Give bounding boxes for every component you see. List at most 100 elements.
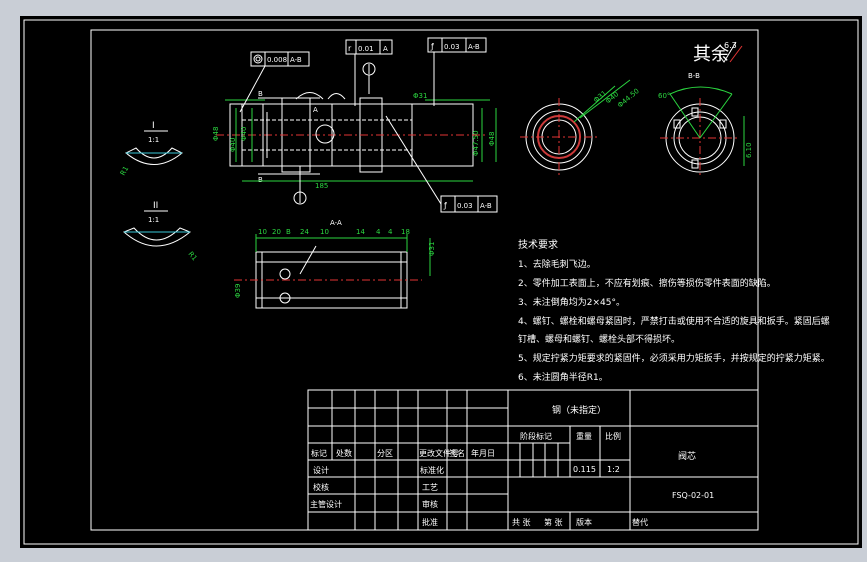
dim-label: 18 (401, 228, 410, 236)
tb-weight-val: 0.115 (573, 465, 596, 474)
dim-label: Φ39 (234, 284, 242, 298)
tol-frame-perp[interactable]: r 0.01 A (345, 39, 393, 106)
requirement-item: 5、规定拧紧力矩要求的紧固件，必须采用力矩扳手，并按规定的拧紧力矩紧。 (518, 352, 830, 364)
detail-ii-scale: 1:1 (148, 216, 159, 224)
detail-ii[interactable]: II 1:1 R1 (123, 201, 199, 262)
main-shaft-view[interactable]: Φ48 Φ40 Φ47.50 Φ48 Φ31 B B 185 A (212, 90, 497, 205)
requirement-item: 钉槽、螺母和螺钉、螺栓头部不得损坏。 (518, 333, 680, 345)
detail-i-dim: R1 (119, 165, 131, 177)
technical-requirements: 技术要求 1、去除毛刺飞边。 2、零件加工表面上，不应有划痕、擦伤等损伤零件表面… (518, 238, 830, 383)
tol-value: 0.01 (358, 45, 374, 53)
tol-ref: A-B (290, 56, 302, 64)
roughness-red-tick (729, 45, 743, 63)
cross-hole (315, 124, 335, 144)
roughness-main: 6.3 (724, 41, 737, 50)
dim-label: 20 (272, 228, 281, 236)
tol-value: 0.03 (444, 43, 460, 51)
tol-ref: A-B (480, 202, 492, 210)
tol-leader (239, 65, 266, 113)
dim-label: Φ31 (413, 92, 427, 100)
section-circle-right[interactable]: B-B 60° 6.10 (658, 72, 753, 178)
requirement-item: 1、去除毛刺飞边。 (518, 258, 596, 270)
dim-label: 4 (376, 228, 381, 236)
detail-ii-label: II (153, 201, 158, 211)
detail-i-shape (125, 147, 183, 165)
tb-sheets: 共 张 (512, 518, 531, 527)
tb-row-check: 校核 (313, 482, 329, 492)
section-aa-label: A-A (330, 219, 342, 227)
runout-icon: ƒ (443, 201, 447, 210)
concentricity-icon (253, 54, 263, 64)
tb-stage-mark: 阶段标记 (520, 431, 552, 441)
tol-value: 0.008 (267, 56, 287, 64)
dim-right: 6.10 (745, 142, 753, 158)
tb-col-date: 年月日 (471, 448, 495, 458)
section-bb-label: B-B (688, 72, 700, 80)
tb-row-approve: 批准 (422, 517, 438, 527)
detail-i[interactable]: I 1:1 R1 (119, 121, 183, 177)
title-block[interactable]: 钢（未指定） 标记 处数 分区 更改文件号 签名 年月日 设计 标准化 校核 工… (307, 389, 759, 531)
tb-part-name: 阀芯 (678, 450, 696, 462)
tol-ref: A (383, 45, 388, 53)
drawing-viewport[interactable]: 其余 6.3 (20, 16, 862, 548)
corner-mark: 其余 (693, 44, 729, 65)
section-aa[interactable]: A-A 10 20 B 24 10 14 (234, 219, 436, 309)
dim-label: 10 (320, 228, 329, 236)
tb-row-review: 审核 (422, 499, 438, 509)
tb-sheet-no: 第 张 (544, 517, 563, 527)
requirement-item: 3、未注倒角均为2×45°。 (518, 296, 625, 308)
requirement-item: 4、螺钉、螺栓和螺母紧固时，严禁打击或使用不合适的旋具和扳手。紧固后螺 (518, 315, 830, 327)
tb-scale: 比例 (605, 431, 621, 441)
tol-value: 0.03 (457, 202, 473, 210)
tb-col-count: 处数 (336, 448, 352, 458)
tb-scale-val: 1:2 (607, 465, 620, 474)
drawing-canvas[interactable]: 其余 6.3 (20, 16, 862, 548)
dim-label: Φ40 (240, 127, 248, 141)
dim-label: Φ47.50 (472, 130, 480, 156)
tb-col-mark: 标记 (311, 448, 327, 458)
leader-arc (295, 92, 324, 100)
detail-ii-dim: R1 (186, 250, 198, 262)
dim-label: Φ48 (212, 127, 220, 141)
requirement-item: 2、零件加工表面上，不应有划痕、擦伤等损伤零件表面的缺陷。 (518, 277, 776, 289)
detail-i-label: I (152, 121, 155, 131)
tb-drawing-no: FSQ-02-01 (672, 491, 714, 500)
dim-185: 185 (315, 182, 328, 190)
view-a-label: A (313, 106, 318, 114)
datum-b-label-2: B (258, 176, 263, 184)
tol-frame-runout-bottom[interactable]: ƒ 0.03 A-B (385, 115, 498, 213)
outer-border (23, 19, 859, 545)
requirements-title: 技术要求 (518, 238, 558, 251)
tb-row-process: 工艺 (422, 483, 438, 492)
tb-version: 版本 (576, 517, 592, 527)
perp-icon: r (348, 44, 352, 53)
runout-icon: ƒ (430, 42, 434, 51)
datum-a-circle (293, 191, 307, 205)
tb-weight: 重量 (576, 431, 592, 441)
detail-i-scale: 1:1 (148, 136, 159, 144)
dim-label: 14 (356, 228, 365, 236)
tb-col-sign: 签名 (449, 448, 465, 458)
tb-col-zone: 分区 (377, 449, 393, 458)
requirement-item: 6、未注圆角半径R1。 (518, 371, 608, 383)
roughness-symbol (717, 41, 737, 63)
dim-label: Φ48 (488, 132, 496, 146)
tb-row-chief: 主管设计 (310, 499, 342, 509)
dim-label: 60° (658, 92, 670, 100)
tb-replaces: 替代 (632, 517, 648, 527)
tb-row-std: 标准化 (420, 465, 444, 475)
dim-label: 10 (258, 228, 267, 236)
tol-ref: A-B (468, 43, 480, 51)
tol-frame-runout-right[interactable]: ƒ 0.03 A-B (427, 37, 487, 106)
dim-label: Φ40 (229, 138, 237, 152)
dim-label: 24 (300, 228, 309, 236)
tol-frame-circ-runout[interactable]: 0.008 A-B (239, 51, 310, 113)
section-circle-left[interactable]: Φ31 Φ40 Φ44.50 (520, 79, 641, 176)
dim-label: Φ31 (428, 242, 436, 256)
tb-col-docno: 更改文件号 (419, 448, 459, 458)
tb-material: 钢（未指定） (552, 404, 606, 416)
datum-b-label: B (258, 90, 263, 98)
tb-row-design: 设计 (313, 465, 329, 475)
dim-label: Φ44.50 (616, 87, 641, 110)
